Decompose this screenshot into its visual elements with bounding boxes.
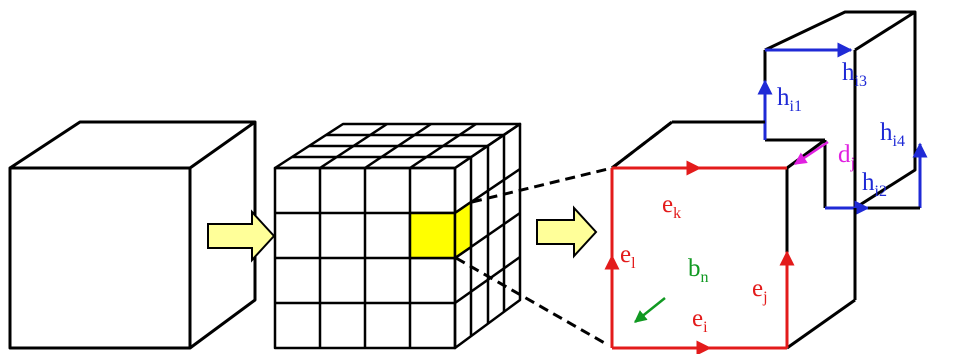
label-e-i: ei (692, 305, 708, 336)
label-h-i3: hi3 (842, 59, 867, 90)
solid-cube-side-face (189, 122, 257, 350)
solid-cube-front-face (8, 166, 192, 350)
dual-cell-side-face (854, 12, 917, 210)
process-arrow-1 (207, 209, 276, 263)
dual-cell-top-face (764, 10, 917, 52)
meshed-cube (273, 122, 522, 350)
primal-cell (604, 120, 857, 354)
label-d-j: dj (838, 141, 855, 172)
highlighted-cell (408, 199, 473, 261)
solid-cube (8, 120, 257, 350)
zoom-line-top (471, 166, 613, 204)
label-e-k: ek (662, 191, 681, 222)
dual-cell (757, 10, 928, 216)
d-j-arrow (793, 140, 829, 166)
label-h-i1: hi1 (777, 84, 802, 115)
primal-cell-top-left-edge (611, 120, 673, 170)
b-n-arrow (634, 297, 666, 323)
label-e-j: ej (752, 275, 768, 306)
label-e-l: el (620, 241, 636, 272)
label-h-i2: hi2 (862, 169, 887, 200)
process-arrow-2 (536, 205, 598, 259)
zoom-line-bottom (455, 256, 609, 347)
solid-cube-top-face (9, 120, 257, 170)
label-b-n: bn (688, 255, 709, 286)
mesh-side-face (453, 122, 522, 350)
label-h-i4: hi4 (880, 119, 905, 150)
